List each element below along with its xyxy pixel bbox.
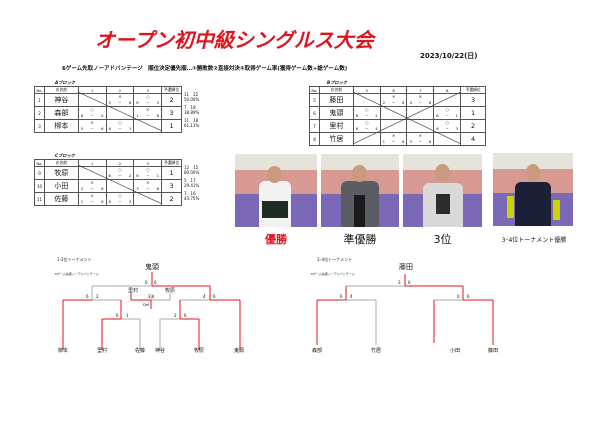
score: 6 [467,294,470,299]
games-total: 12 15 [184,165,199,170]
score: 1 [126,313,129,318]
player-name: 神谷 [154,348,166,354]
games-total: 7 18 [184,105,196,110]
bracket-34-label: 3･4位トーナメント [317,257,353,262]
page-title: オープン初中級シングルス大会 [95,28,374,52]
score: 6 [408,280,411,285]
bracket-12-sub: 6ゲーム先取ノーアドバンテージ [55,272,99,276]
score: 3 [398,280,401,285]
player-name: 小田 [449,348,461,354]
rank: 2 [161,192,182,206]
score: 6 [154,280,157,285]
person-shape [515,182,551,226]
games-total: 11 22 [184,92,199,97]
player-no: 11 [34,192,45,206]
photo-runner-up [321,154,399,227]
player-no: 3 [34,119,45,133]
player-name: 里村 [96,348,108,354]
score: 6 [86,294,89,299]
prize-item [553,200,560,220]
score: 4 [350,294,353,299]
block-a-label: Aブロック [55,80,75,85]
game-rate: 43.75% [184,196,200,201]
rules-text: 6ゲーム先取ノーアドバンテージ 順位決定優先順…①勝敗数②直接対決③取得ゲーム率… [62,66,348,72]
caption-runner-up: 準優勝 [343,233,377,246]
score: 6 [116,313,119,318]
semi-name: 牧原 [164,288,176,294]
bracket-34-champion: 藤田 [399,263,413,271]
rank: 4 [460,132,486,146]
games-total: 11 18 [184,118,199,123]
player-name: 藤田 [487,348,499,354]
player-name: 鬼頭 [233,348,245,354]
player-no: 8 [309,132,320,146]
player-name: 柳本 [57,348,69,354]
bracket-12-label: 1-2位トーナメント [57,257,92,262]
bracket-12-champion: 鬼頭 [145,263,159,271]
score: 6 [213,294,216,299]
photo-consolation-winner [493,153,573,226]
score: 6 [340,294,343,299]
rank: 1 [161,119,182,133]
game-rate: 38.89% [184,110,200,115]
prize-item [262,201,288,218]
prize-item [436,194,450,214]
photo-third [403,154,482,227]
player-name: 竹居 [318,132,354,146]
games-total: 5 17 [184,178,196,183]
score: 4 [203,294,206,299]
game-rate: 80.00% [184,170,200,175]
score: 0 [145,280,148,285]
photo-champion [235,154,317,227]
player-name: 森部 [311,348,323,354]
player-name: 竹居 [370,348,382,354]
player-name: 佐藤 [134,348,146,354]
game-rate: 29.41% [184,183,200,188]
score: 2 [96,294,99,299]
player-name: 牧原 [193,348,205,354]
bracket-34-sub: 6ゲーム先取ノーアドバンテージ [311,272,355,276]
caption-champion: 優勝 [265,233,287,246]
game-rate: 50.00% [184,97,200,102]
event-date: 2023/10/22(日) [420,52,478,60]
game-rate: 61.11% [184,123,200,128]
prize-item [354,195,365,227]
player-name: 柳本 [43,119,79,133]
games-total: 7 16 [184,191,196,196]
player-name: 藤田 [318,93,354,107]
block-b-label: Bブロック [327,80,347,85]
prize-item [507,196,514,218]
score: 0 [457,294,460,299]
score: 6 [184,313,187,318]
caption-consolation: 3･4位トーナメント優勝 [501,237,567,244]
semi-name: 里村 [127,288,139,294]
block-c-label: Cブロック [55,153,75,158]
caption-third: 3位 [433,233,452,246]
third-place-label: 3決 [147,294,155,299]
player-name: 佐藤 [43,192,79,206]
score: 2 [174,313,177,318]
def-label: Def [142,303,150,307]
